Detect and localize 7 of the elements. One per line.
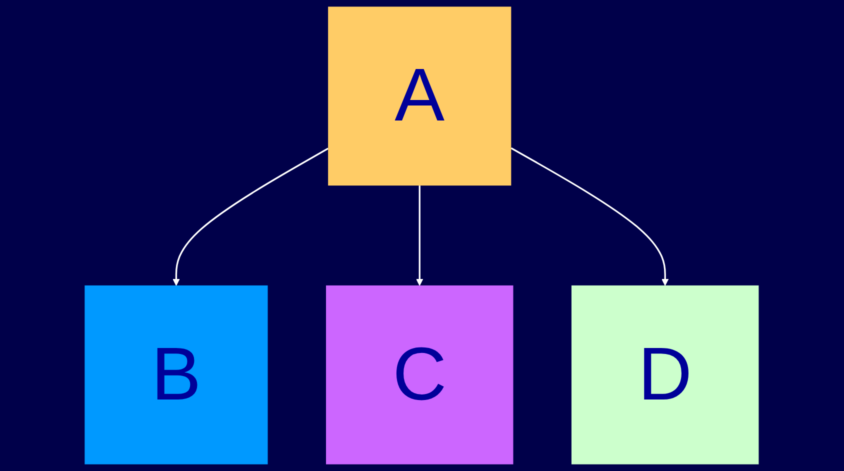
arrow	[416, 186, 424, 286]
node-box: A	[328, 6, 512, 186]
node-box: B	[84, 285, 268, 464]
arrow	[511, 147, 670, 286]
node-box: C	[326, 285, 514, 464]
node-box: D	[572, 285, 760, 464]
arrow	[172, 148, 329, 286]
